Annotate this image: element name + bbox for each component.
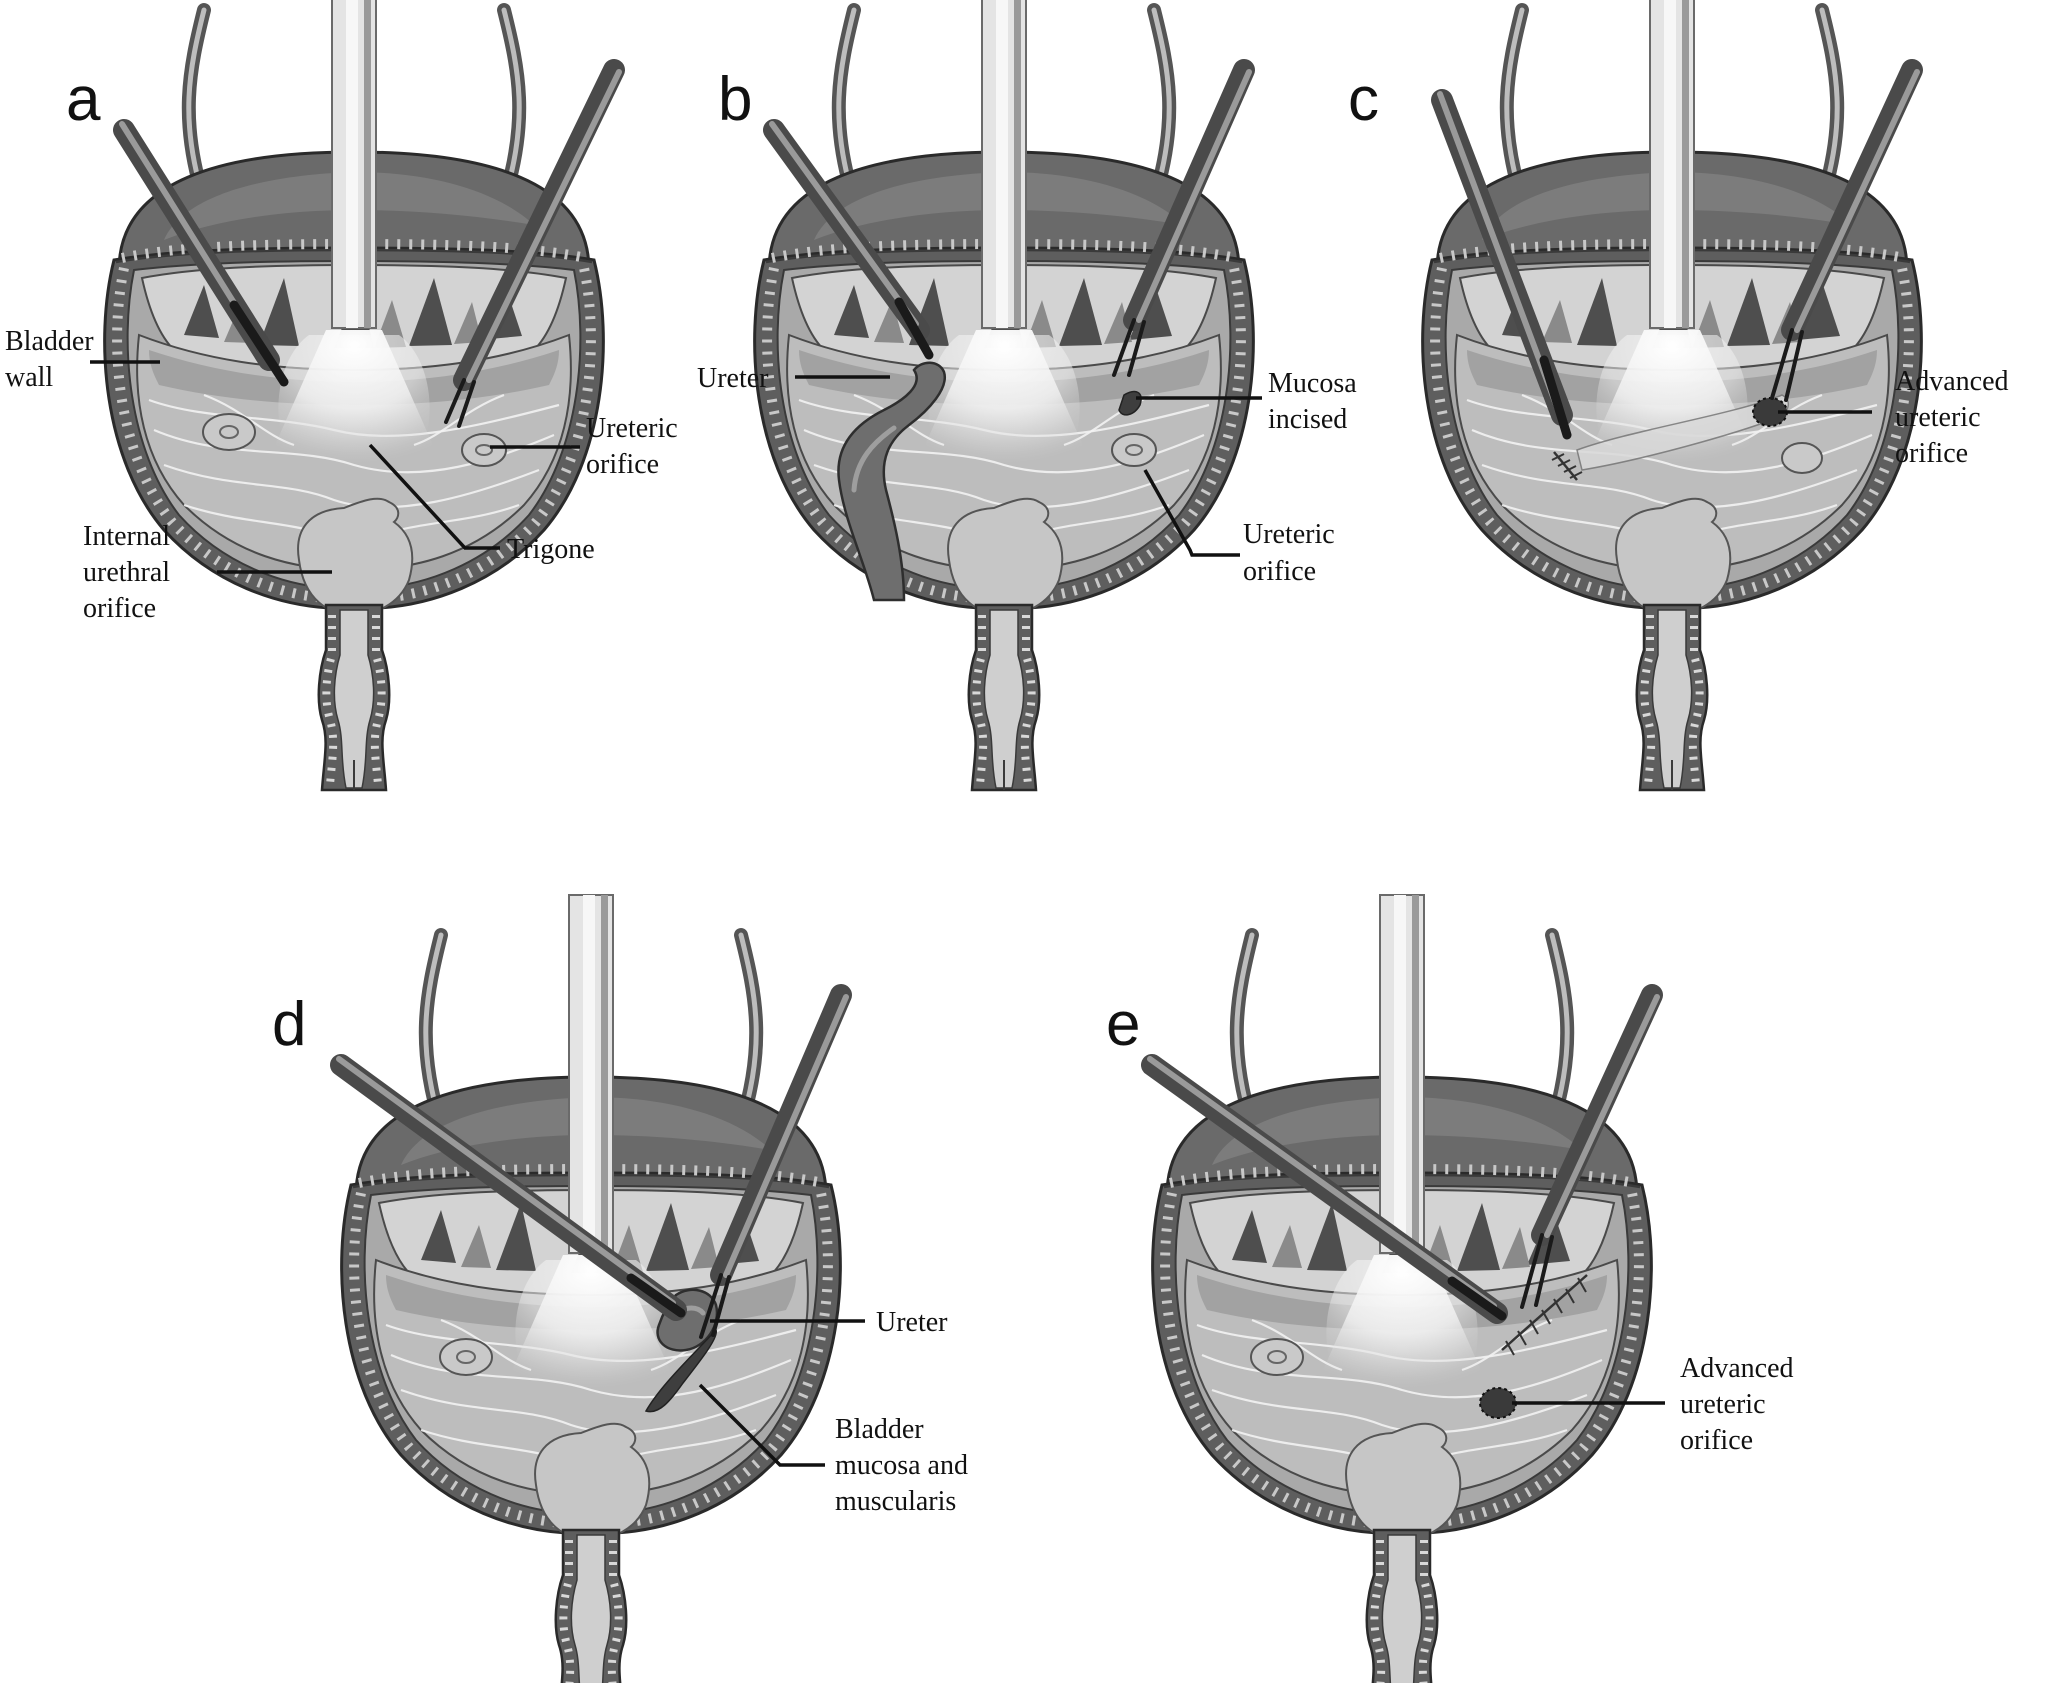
label-bladder-d-line2: mucosa and	[835, 1450, 968, 1481]
label-advanced-e-line1: Advanced	[1680, 1353, 1794, 1384]
label-trigone: Trigone	[507, 534, 595, 565]
label-bladder-wall-line2: wall	[5, 362, 53, 393]
panel-letter-c: c	[1348, 65, 1379, 134]
leader-ureteric-orifice-b	[1143, 469, 1240, 557]
label-ureter-d: Ureter	[876, 1307, 948, 1338]
label-advanced-c-line3: orifice	[1895, 438, 1968, 469]
label-mucosa-line2: incised	[1268, 404, 1347, 435]
panel-letter-a: a	[66, 65, 101, 134]
label-internal-urethral-line2: urethral	[83, 557, 170, 588]
label-internal-urethral-line1: Internal	[83, 521, 170, 552]
label-ureteric-orifice-a-line1: Ureteric	[586, 413, 678, 444]
label-bladder-d-line3: muscularis	[835, 1486, 956, 1517]
label-ureteric-orifice-b-line2: orifice	[1243, 556, 1316, 587]
panel-c	[1423, 0, 1922, 790]
label-mucosa-line1: Mucosa	[1268, 368, 1357, 399]
leader-trigone	[368, 443, 500, 550]
panel-letter-b: b	[718, 65, 752, 134]
label-ureter-b: Ureter	[697, 363, 769, 394]
panel-b	[755, 0, 1254, 790]
label-ureteric-orifice-b-line1: Ureteric	[1243, 519, 1335, 550]
panel-letter-e: e	[1106, 990, 1140, 1059]
label-advanced-e-line3: orifice	[1680, 1425, 1753, 1456]
panel-d	[330, 895, 852, 1683]
panel-a	[105, 0, 625, 790]
label-bladder-d-line1: Bladder	[835, 1414, 924, 1445]
label-advanced-e-line2: ureteric	[1680, 1389, 1766, 1420]
panel-e	[1141, 895, 1663, 1683]
label-advanced-c-line1: Advanced	[1895, 366, 2009, 397]
label-bladder-wall-line1: Bladder	[5, 326, 94, 357]
label-ureteric-orifice-a-line2: orifice	[586, 449, 659, 480]
label-advanced-c-line2: ureteric	[1895, 402, 1981, 433]
panel-letter-d: d	[272, 990, 306, 1059]
label-internal-urethral-line3: orifice	[83, 593, 156, 624]
leader-bladder-mucosa	[698, 1383, 825, 1467]
